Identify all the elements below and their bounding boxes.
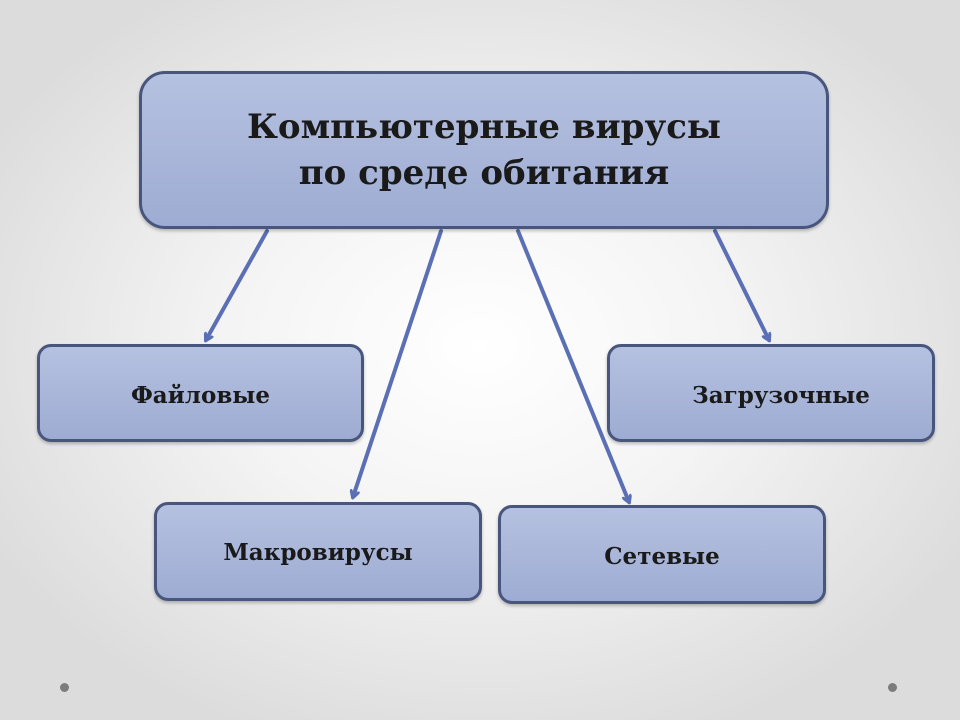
root-title-line1: Компьютерные вирусы: [246, 107, 722, 147]
arrow-to-boot: [713, 229, 769, 340]
decorative-dot-left: [60, 683, 69, 692]
node-files-label: Файловые: [130, 381, 270, 409]
root-title-line2: по среде обитания: [298, 153, 670, 193]
node-net-label: Сетевые: [604, 543, 720, 570]
arrow-to-macro: [353, 229, 443, 497]
root-node: Компьютерные вирусы по среде обитания: [139, 71, 829, 229]
node-boot: Загрузочные: [607, 344, 935, 442]
node-files: Файловые: [37, 344, 364, 442]
node-macro: Макровирусы: [154, 502, 482, 601]
node-macro-label: Макровирусы: [223, 539, 413, 566]
decorative-dot-right: [888, 683, 897, 692]
node-net: Сетевые: [498, 505, 826, 604]
node-boot-label: Загрузочные: [692, 381, 870, 409]
arrow-to-files: [206, 229, 269, 340]
